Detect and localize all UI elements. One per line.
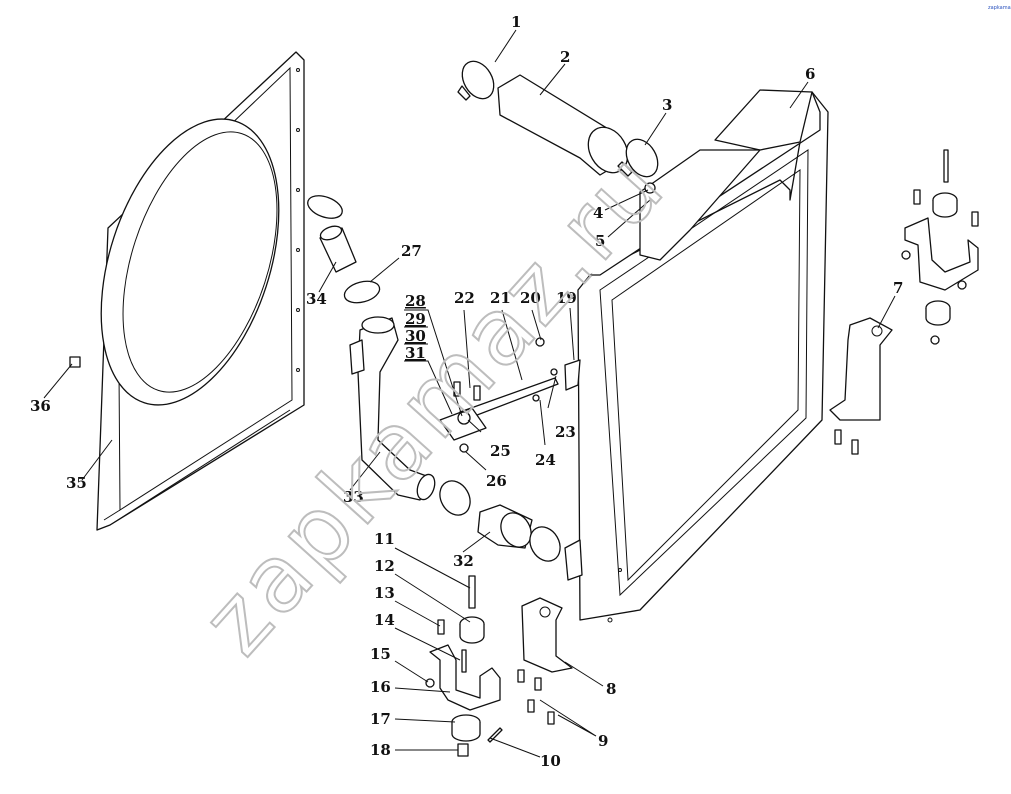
callout-21: 21 bbox=[490, 289, 511, 307]
callout-22: 22 bbox=[454, 289, 475, 307]
radiator bbox=[577, 89, 829, 623]
tie-rod bbox=[439, 337, 581, 453]
upper-hose-clamp-3 bbox=[617, 138, 659, 178]
small-hose-34 bbox=[319, 225, 357, 273]
callout-36: 36 bbox=[30, 397, 51, 415]
callout-9: 9 bbox=[598, 732, 608, 750]
callout-32: 32 bbox=[453, 552, 474, 570]
upper-hose-clamp-1 bbox=[457, 60, 495, 101]
callout-6: 6 bbox=[805, 65, 815, 83]
callout-13: 13 bbox=[374, 584, 395, 602]
lower-mount-bracket-16 bbox=[425, 575, 503, 757]
callout-27: 27 bbox=[401, 242, 422, 260]
callout-31: 31 bbox=[405, 344, 426, 362]
coolant-pipe bbox=[349, 316, 436, 501]
callout-35: 35 bbox=[66, 474, 87, 492]
callout-4: 4 bbox=[593, 204, 603, 222]
callout-2: 2 bbox=[560, 48, 570, 66]
callout-1: 1 bbox=[511, 13, 521, 31]
callout-3: 3 bbox=[662, 96, 672, 114]
callout-24: 24 bbox=[535, 451, 556, 469]
callout-28: 28 bbox=[405, 292, 426, 310]
callout-16: 16 bbox=[370, 678, 391, 696]
callout-30: 30 bbox=[405, 327, 426, 345]
callout-19: 19 bbox=[556, 289, 577, 307]
upper-mount-bracket bbox=[901, 149, 979, 345]
leader-lines bbox=[43, 29, 896, 758]
callout-25: 25 bbox=[490, 442, 511, 460]
callout-18: 18 bbox=[370, 741, 391, 759]
lower-support-bracket-8 bbox=[517, 597, 573, 725]
callout-29: 29 bbox=[405, 310, 426, 328]
callout-8: 8 bbox=[606, 680, 616, 698]
callout-7: 7 bbox=[893, 279, 903, 297]
callout-labels: 1 2 3 4 5 6 7 8 9 10 11 12 13 14 15 16 1… bbox=[30, 13, 903, 770]
callout-11: 11 bbox=[374, 530, 395, 548]
shroud-bolt bbox=[69, 356, 81, 368]
lower-hose bbox=[439, 480, 583, 581]
callout-34: 34 bbox=[306, 290, 327, 308]
fan-shroud bbox=[96, 51, 305, 531]
callout-10: 10 bbox=[540, 752, 561, 770]
callout-17: 17 bbox=[370, 710, 391, 728]
clamp-27 bbox=[307, 195, 381, 304]
upper-hose bbox=[497, 74, 629, 176]
corner-mark: zapkamaz bbox=[988, 5, 1011, 11]
side-support-bracket-7 bbox=[829, 317, 893, 455]
callout-5: 5 bbox=[595, 232, 605, 250]
callout-14: 14 bbox=[374, 611, 395, 629]
callout-23: 23 bbox=[555, 423, 576, 441]
callout-12: 12 bbox=[374, 557, 395, 575]
callout-15: 15 bbox=[370, 645, 391, 663]
callout-20: 20 bbox=[520, 289, 541, 307]
callout-26: 26 bbox=[486, 472, 507, 490]
callout-33: 33 bbox=[343, 488, 364, 506]
